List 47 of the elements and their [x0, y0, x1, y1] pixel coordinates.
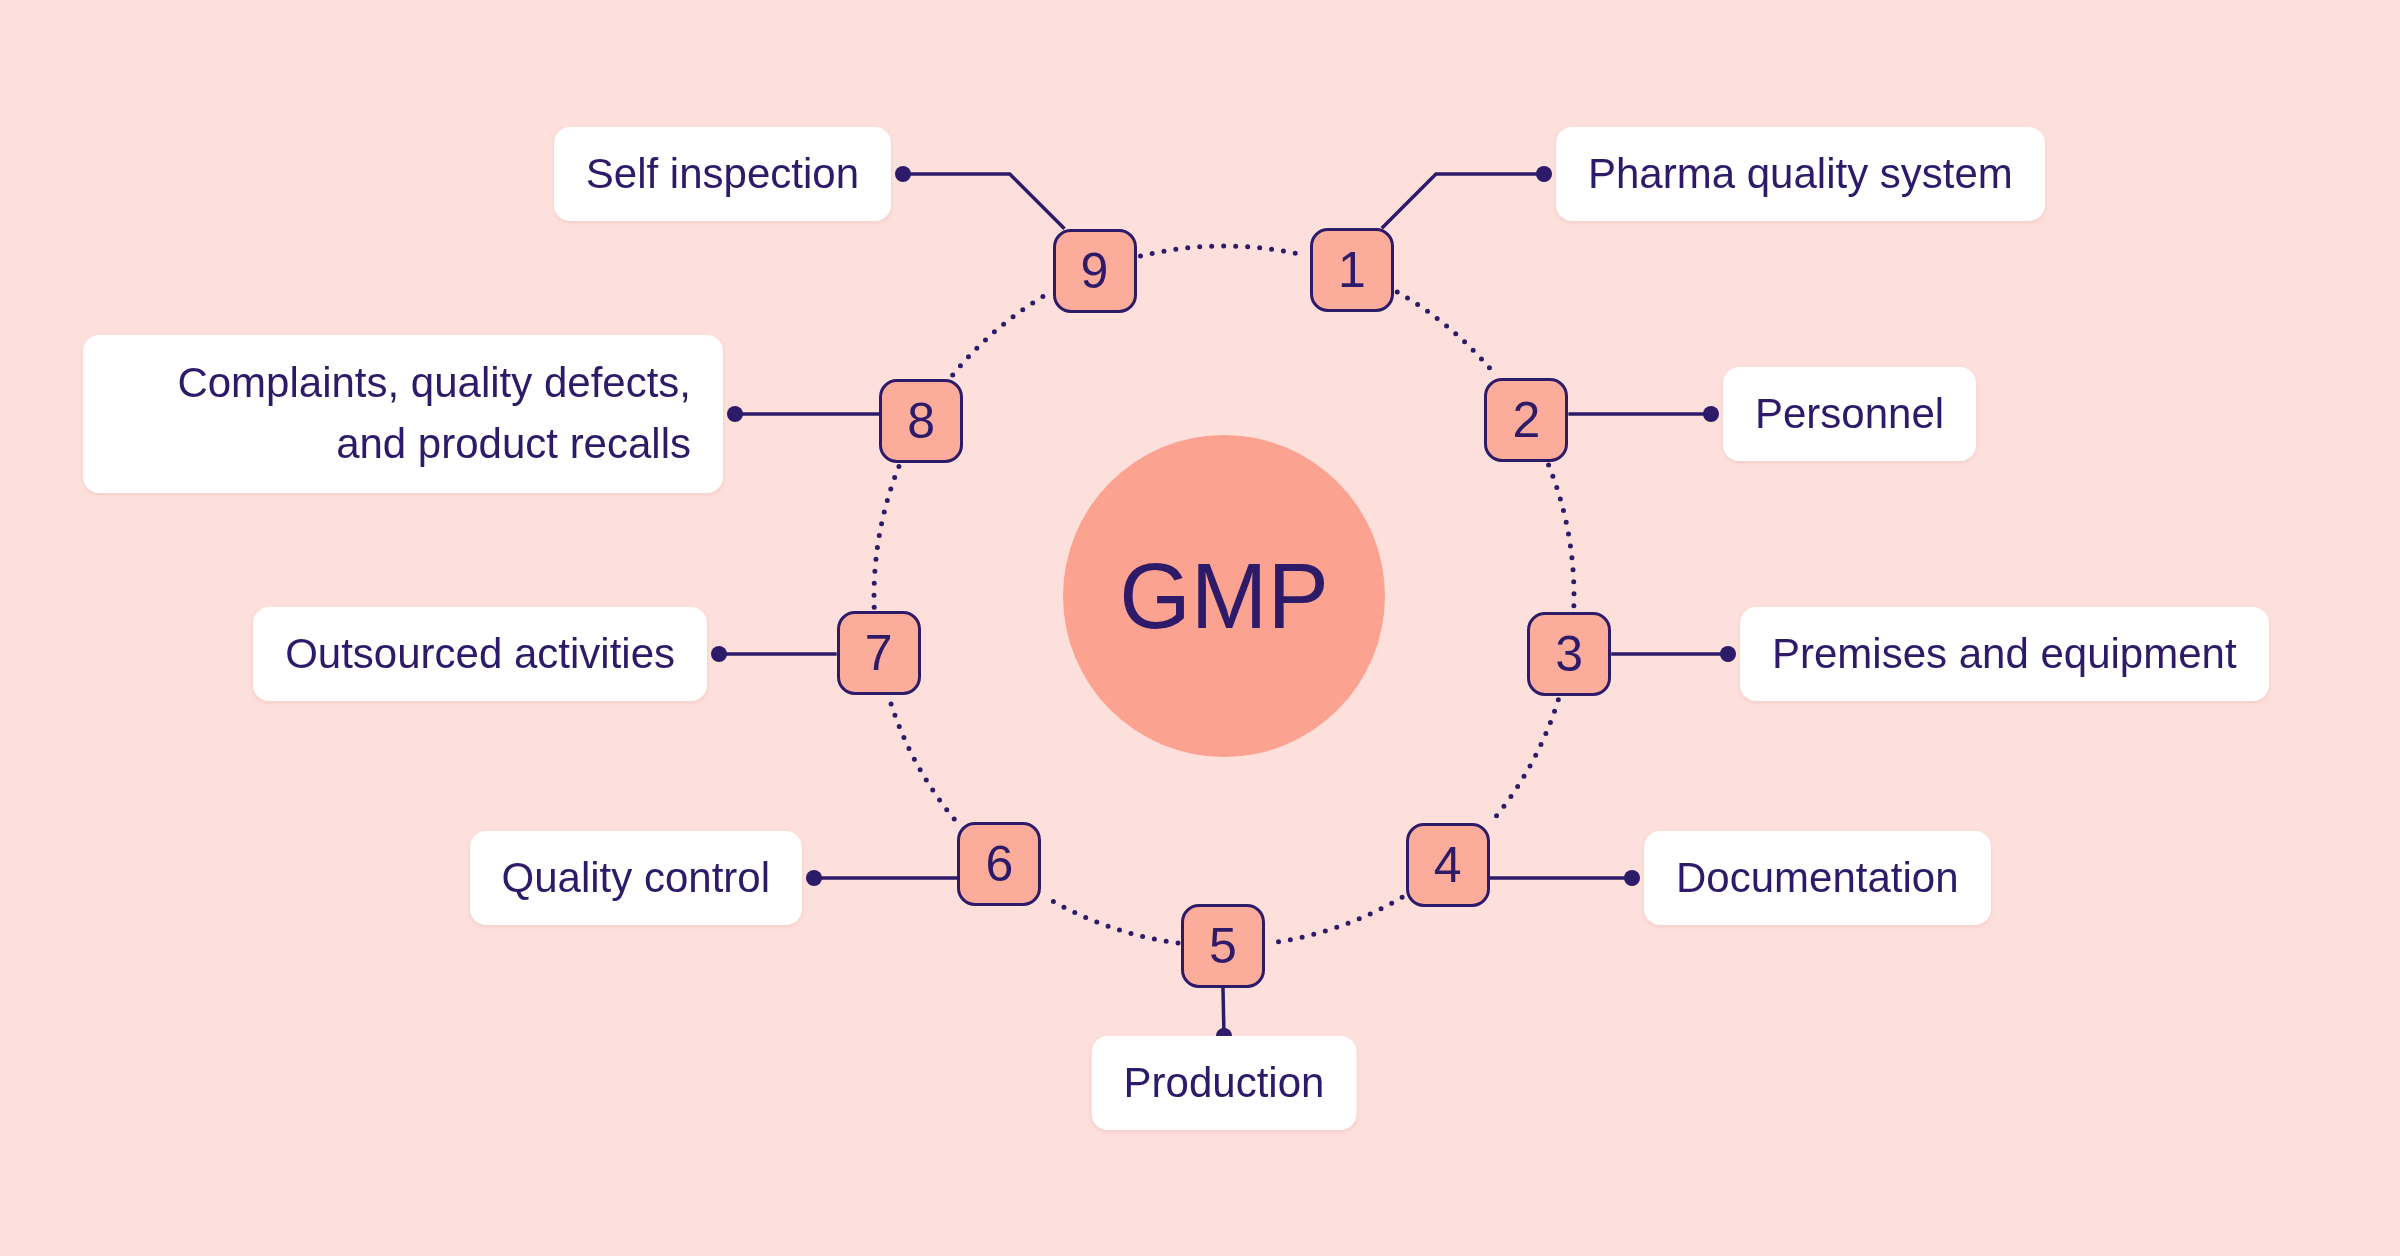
node-label: 2 [1512, 394, 1541, 445]
node-label: Premises and equipment [1772, 628, 2237, 679]
node-label: Production [1123, 1057, 1325, 1108]
number-badge [879, 378, 964, 463]
dotted-connector [1546, 462, 1577, 611]
number-badge [1181, 904, 1265, 988]
leader-line [806, 870, 958, 886]
node-label: Personnel [1755, 388, 1945, 439]
node-label: Documentation [1676, 852, 1959, 903]
node-label: Complaints, quality defects, and product recalls [176, 358, 691, 469]
leader-line [1489, 870, 1640, 886]
leader-line [711, 646, 837, 662]
leader-line [1568, 406, 1719, 422]
label-card [1556, 127, 2045, 221]
node-label: Quality control [501, 852, 770, 903]
node-label: 4 [1433, 840, 1462, 891]
dotted-connector [871, 463, 902, 610]
label-card [1740, 607, 2269, 701]
node-label: Self inspection [585, 148, 859, 199]
leader-line [1380, 166, 1552, 230]
label-card [253, 607, 707, 701]
leader-line [895, 166, 1066, 231]
label-card [553, 127, 891, 221]
number-badge [836, 611, 921, 696]
number-badge [1527, 611, 1612, 696]
number-badge [1484, 377, 1569, 462]
node-label: 1 [1337, 245, 1366, 296]
label-card [1091, 1036, 1357, 1130]
node-label: GMP [1119, 550, 1329, 642]
node-label: Outsourced activities [285, 628, 675, 679]
node-label: Pharma quality system [1588, 148, 2013, 199]
node-label: 5 [1209, 921, 1237, 971]
node-label: 3 [1555, 628, 1584, 679]
number-badge [1052, 228, 1137, 313]
leader-line [1611, 646, 1736, 662]
number-badge [1405, 823, 1490, 908]
node-label: 8 [907, 395, 935, 446]
label-card [83, 335, 723, 493]
node-label: 9 [1080, 245, 1109, 296]
number-badge [1309, 228, 1394, 313]
leader-line [727, 406, 880, 422]
label-card [469, 831, 802, 925]
node-label: 7 [864, 628, 893, 679]
number-badge [957, 822, 1042, 907]
node-label: 6 [985, 839, 1014, 890]
label-card [1723, 367, 1977, 461]
label-card [1644, 831, 1991, 925]
